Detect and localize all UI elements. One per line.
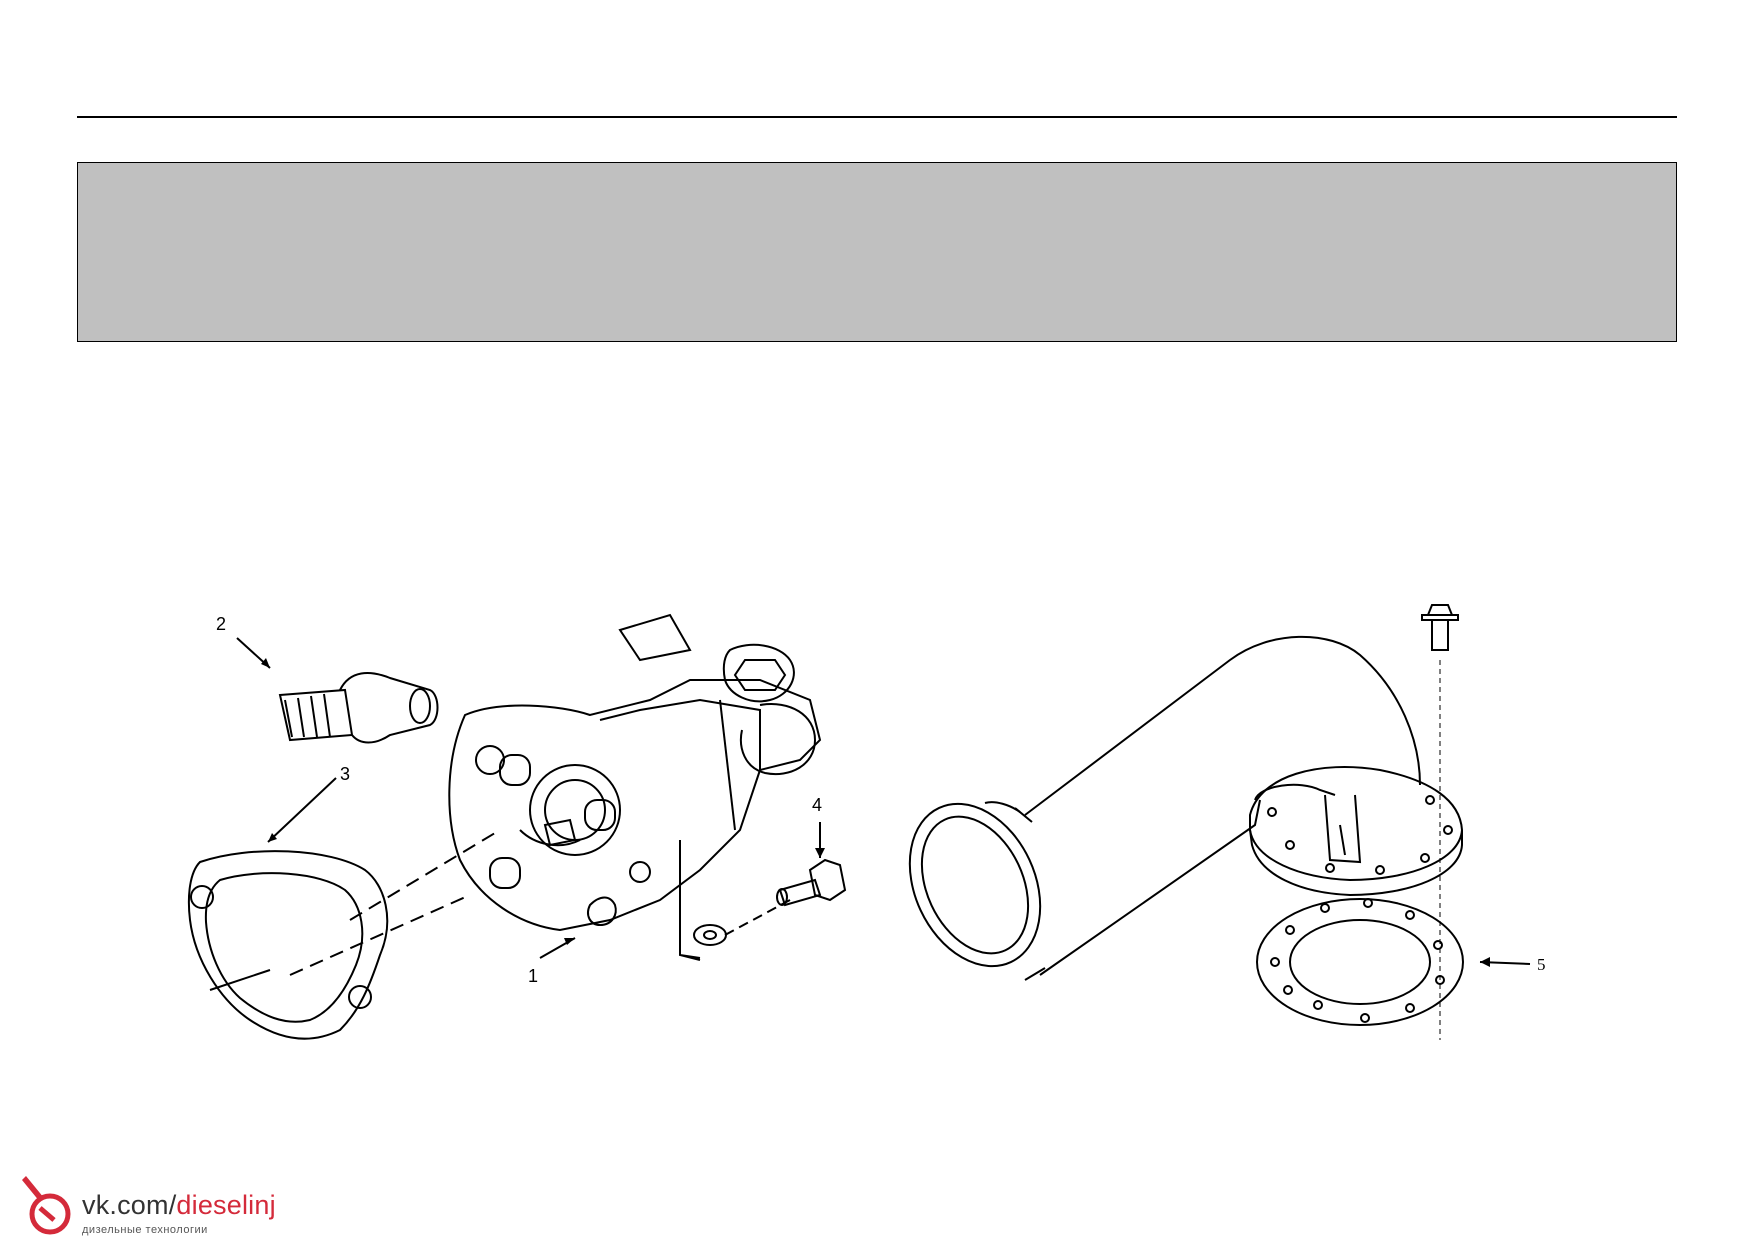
dieselinj-logo-icon — [22, 1176, 71, 1235]
header-rule — [77, 116, 1677, 118]
watermark-subtitle: дизельные технологии — [82, 1224, 208, 1236]
pump-gasket — [187, 850, 389, 1040]
watermark-accent: dieselinj — [176, 1190, 276, 1220]
watermark-prefix: vk.com/ — [82, 1190, 177, 1220]
section-banner — [77, 162, 1677, 342]
callout-3: 3 — [340, 764, 351, 784]
sealing-washer — [693, 924, 727, 946]
power-steering-pump — [448, 613, 822, 961]
callout-5: 5 — [1537, 955, 1546, 974]
banjo-bolt — [776, 858, 847, 907]
elbow-fitting — [278, 672, 439, 744]
flange-gasket — [1256, 898, 1464, 1026]
watermark-link[interactable]: vk.com/dieselinj — [82, 1190, 276, 1221]
callout-1: 1 — [528, 966, 539, 986]
exhaust-elbow — [908, 635, 1464, 981]
callout-2: 2 — [216, 614, 227, 634]
flange-bolt — [1421, 604, 1459, 1040]
callout-4: 4 — [812, 795, 823, 815]
